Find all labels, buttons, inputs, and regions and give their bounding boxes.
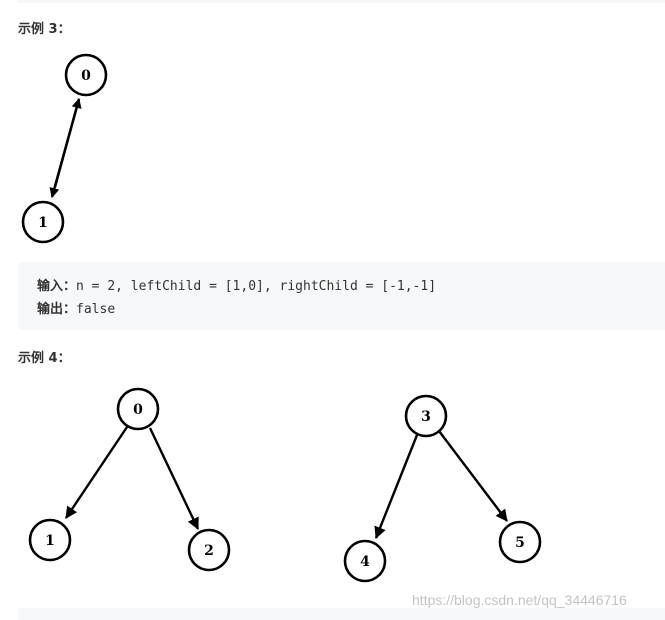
output-label: 输出： [37,302,77,317]
input-label: 输入： [37,279,77,294]
tree-node: 4 [343,539,387,583]
example-3-code-block: 输入：n = 2, leftChild = [1,0], rightChild … [18,262,665,330]
edge-0-to-1 [49,98,81,198]
svg-text:4: 4 [360,554,370,570]
example-3-heading: 示例 3： [18,22,71,37]
svg-text:0: 0 [133,402,143,418]
input-value: n = 2, leftChild = [1,0], rightChild = [… [76,279,437,294]
tree-node: 0 [116,387,160,431]
output-line: 输出：false [37,298,115,317]
edge-3-to-5 [438,430,508,522]
svg-text:2: 2 [204,543,214,559]
svg-text:1: 1 [45,533,55,549]
next-code-block-edge [18,608,665,620]
edge-0-to-1 [65,426,128,519]
edge-3-to-4 [374,434,419,539]
tree-node: 2 [187,528,231,572]
example-3-graph: 0 1 [21,53,108,244]
svg-text:1: 1 [38,215,48,231]
tree-node: 1 [28,518,72,562]
tree-node: 5 [498,520,542,564]
example-4-heading: 示例 4： [18,351,71,366]
input-line: 输入：n = 2, leftChild = [1,0], rightChild … [37,275,436,294]
watermark: https://blog.csdn.net/qq_34446716 [412,592,627,608]
top-divider [18,0,665,3]
tree-node: 0 [64,53,108,97]
tree-node: 3 [404,394,448,438]
edge-0-to-2 [148,427,200,530]
output-value: false [76,302,116,317]
tree-node: 1 [21,200,65,244]
example-4-graph: 0 1 2 3 4 5 [28,387,542,583]
svg-text:5: 5 [515,535,525,551]
svg-text:0: 0 [81,68,91,84]
svg-text:3: 3 [421,409,431,425]
